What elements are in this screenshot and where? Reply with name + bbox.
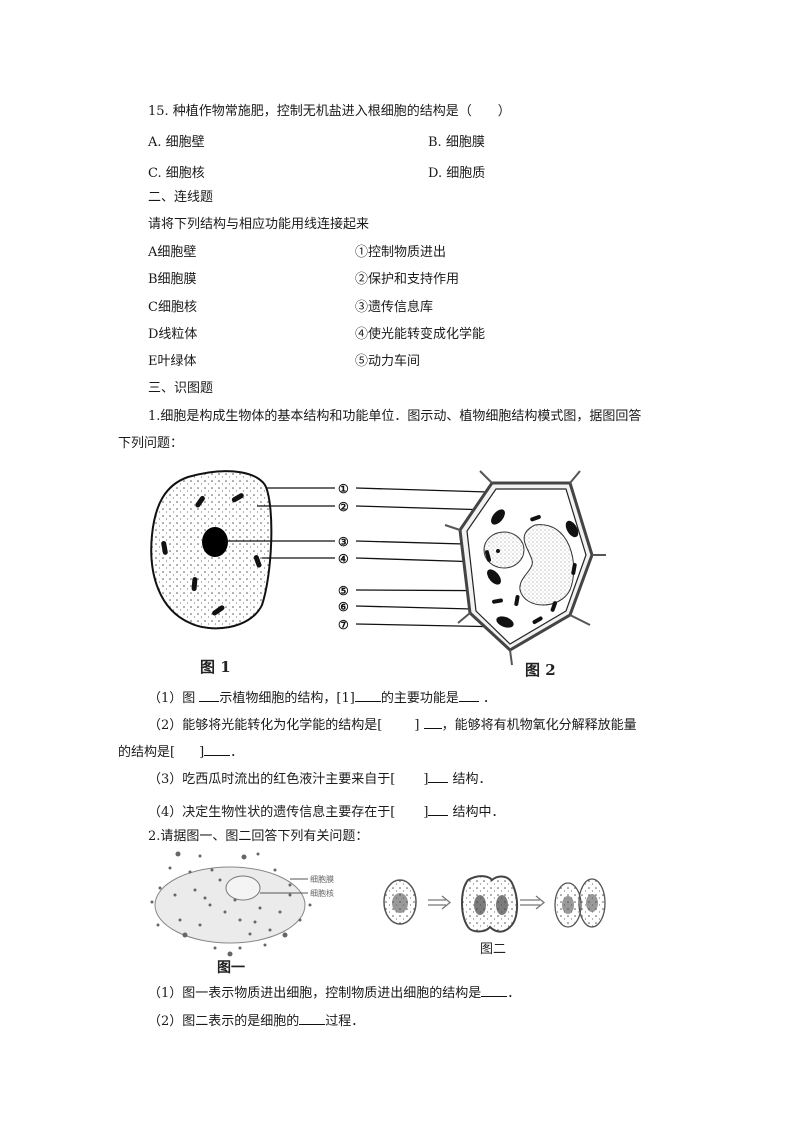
cell-membrane-figure: 细胞膜 细胞核 图一 bbox=[150, 851, 334, 975]
structure-item: D线粒体 bbox=[148, 327, 198, 342]
answer-blank[interactable] bbox=[428, 770, 449, 783]
q1-sub1: （1）图 示植物细胞的结构，[1]的主要功能是 ． bbox=[148, 689, 496, 706]
fig1-caption: 图 1 bbox=[200, 658, 231, 676]
structure-item: C细胞核 bbox=[148, 300, 197, 315]
q1-stem-line2: 下列问题： bbox=[118, 436, 184, 451]
structure-item: B细胞膜 bbox=[148, 272, 197, 287]
arrow-icon bbox=[520, 895, 546, 910]
cell-structure-diagram: ① ② ③ ④ ⑤ ⑥ ⑦ bbox=[150, 470, 606, 679]
function-item: ③遗传信息库 bbox=[355, 300, 434, 315]
q15-option-a: A. 细胞壁 bbox=[148, 135, 205, 150]
function-item: ②保护和支持作用 bbox=[355, 272, 460, 287]
function-item: ①控制物质进出 bbox=[355, 245, 447, 260]
label-markers: ① ② ③ ④ ⑤ ⑥ ⑦ bbox=[338, 482, 349, 632]
label-4: ④ bbox=[338, 552, 349, 566]
answer-blank[interactable] bbox=[354, 689, 381, 702]
function-item: ④使光能转变成化学能 bbox=[355, 327, 486, 342]
section2-heading: 二、连线题 bbox=[148, 190, 214, 205]
arrow-icon bbox=[428, 895, 452, 910]
fig-one-caption: 图一 bbox=[217, 960, 245, 975]
answer-blank[interactable] bbox=[458, 689, 479, 702]
label-5: ⑤ bbox=[338, 584, 349, 598]
label-2: ② bbox=[338, 500, 349, 514]
section2-instruction: 请将下列结构与相应功能用线连接起来 bbox=[148, 217, 370, 232]
answer-blank[interactable] bbox=[204, 743, 231, 756]
section3-heading: 三、识图题 bbox=[148, 381, 214, 396]
q1-sub4: （4）决定生物性状的遗传信息主要存在于[] 结构中． bbox=[148, 803, 505, 820]
label-cell-membrane: 细胞膜 bbox=[310, 874, 334, 884]
q2-sub1: （1）图一表示物质进出细胞，控制物质进出细胞的结构是． bbox=[148, 984, 521, 1001]
answer-blank[interactable] bbox=[199, 689, 220, 702]
q2-stem: 2.请据图一、图二回答下列有关问题： bbox=[148, 829, 369, 844]
q15-option-b: B. 细胞膜 bbox=[428, 135, 485, 150]
q15-stem: 15. 种植作物常施肥，控制无机盐进入根细胞的结构是（ ） bbox=[148, 104, 511, 119]
structure-item: A细胞壁 bbox=[148, 245, 197, 260]
q15-option-c: C. 细胞核 bbox=[148, 166, 205, 181]
function-item: ⑤动力车间 bbox=[355, 354, 421, 369]
fig2-caption: 图 2 bbox=[525, 661, 556, 679]
label-6: ⑥ bbox=[338, 600, 349, 614]
q1-stem-line1: 1.细胞是构成生物体的基本结构和功能单位．图示动、植物细胞结构模式图，据图回答 bbox=[148, 409, 642, 424]
plant-cell-figure bbox=[444, 470, 606, 666]
label-cell-nucleus: 细胞核 bbox=[310, 888, 334, 898]
structure-item: E叶绿体 bbox=[148, 354, 197, 369]
answer-blank[interactable] bbox=[481, 984, 508, 997]
q1-sub3: （3）吃西瓜时流出的红色液汁主要来自于[] 结构． bbox=[148, 770, 492, 787]
q2-sub2: （2）图二表示的是细胞的过程． bbox=[148, 1012, 365, 1029]
cell-division-figure: 图二 bbox=[383, 875, 606, 957]
label-1: ① bbox=[338, 482, 349, 496]
animal-cell-figure bbox=[150, 470, 273, 630]
answer-blank[interactable] bbox=[423, 716, 442, 729]
q1-sub2-line1: （2）能够将光能转化为化学能的结构是[] ，能够将有机物氧化分解释放能量 bbox=[148, 716, 637, 733]
answer-blank[interactable] bbox=[428, 803, 449, 816]
label-3: ③ bbox=[338, 535, 349, 549]
label-7: ⑦ bbox=[338, 618, 349, 632]
answer-blank[interactable] bbox=[299, 1012, 326, 1025]
q15-option-d: D. 细胞质 bbox=[428, 166, 486, 181]
q1-sub2-line2: 的结构是[]． bbox=[118, 743, 244, 760]
fig-two-caption: 图二 bbox=[480, 942, 506, 957]
